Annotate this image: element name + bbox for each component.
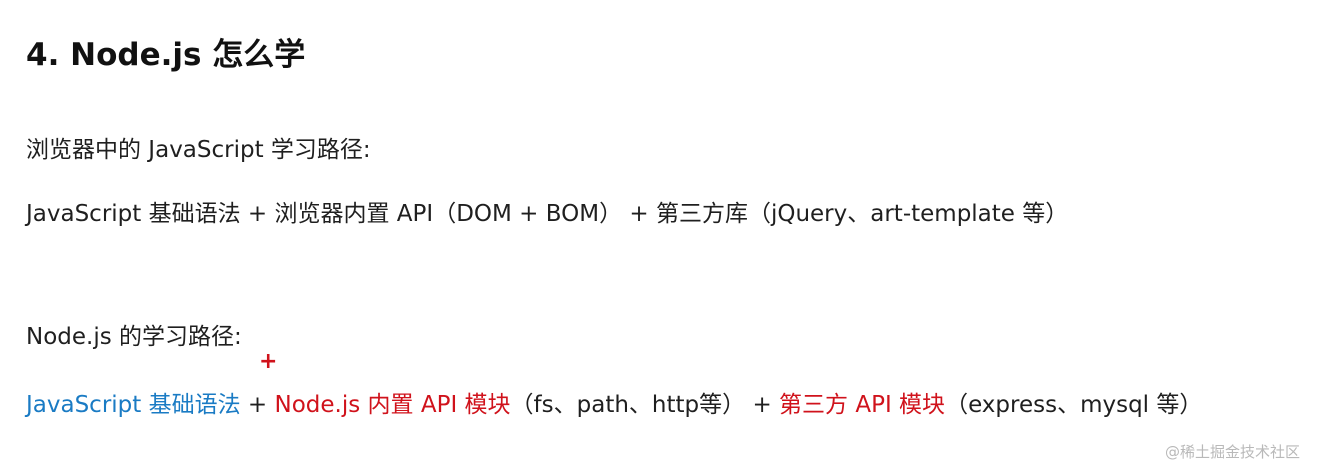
plus-separator-2: + <box>745 392 780 418</box>
node-path-formula: JavaScript 基础语法 + Node.js 内置 API 模块（fs、p… <box>26 388 1202 422</box>
node-builtin-modules: Node.js 内置 API 模块 <box>274 392 511 418</box>
browser-path-formula: JavaScript 基础语法 + 浏览器内置 API（DOM + BOM） +… <box>26 201 1069 227</box>
node-basic-syntax: JavaScript 基础语法 <box>26 392 241 418</box>
page-title: 4. Node.js 怎么学 <box>26 37 306 73</box>
browser-path-heading: 浏览器中的 JavaScript 学习路径: <box>26 137 371 163</box>
watermark: @稀土掘金技术社区 <box>1164 443 1300 461</box>
plus-separator-1: + <box>240 392 275 418</box>
plus-annotation: + <box>259 349 278 374</box>
node-path-heading: Node.js 的学习路径: <box>26 324 242 350</box>
node-builtin-examples: （fs、path、http等） <box>510 392 746 418</box>
node-third-party-examples: （express、mysql 等） <box>945 392 1203 418</box>
node-third-party-modules: 第三方 API 模块 <box>779 392 946 418</box>
